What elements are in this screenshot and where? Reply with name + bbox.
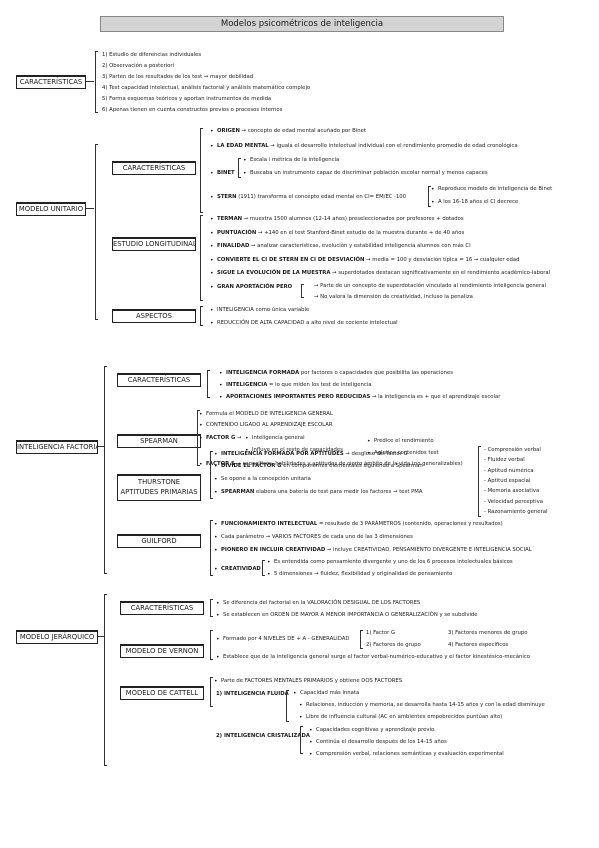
- spearman-factor-g: FACTOR G →: [199, 435, 241, 442]
- caracteristicas-box: CARACTERÍSTICAS: [16, 75, 86, 89]
- vernon-level: 3) Factores menores de grupo: [448, 630, 528, 636]
- vernon-item: Establece que de la inteligencia general…: [216, 654, 530, 661]
- if-car-item: INTELIGENCIA FORMADA por factores o capa…: [219, 370, 453, 377]
- caracteristica-item: 4) Test capacidad intelectual, análisis …: [102, 85, 311, 91]
- page-title: Modelos psicométricos de inteligencia: [100, 16, 504, 32]
- cristalizada-label: 2) INTELIGENCIA CRISTALIZADA: [216, 733, 310, 739]
- mu-origen: ORIGEN → concepto de edad mental acuñado…: [210, 128, 366, 135]
- aspecto-item: REDUCCIÓN DE ALTA CAPACIDAD a alto nivel…: [210, 320, 398, 327]
- guilford-item: Cada parámetro → VARIOS FACTORES de cada…: [214, 534, 413, 541]
- mu-aspectos-box: ASPECTOS: [112, 309, 196, 323]
- factor-g-item: Inteligencia general: [245, 435, 305, 442]
- vernon-level: 4) Factores específicos: [448, 642, 509, 648]
- mu-stern-item: A los 16-18 años el CI decrece: [431, 199, 518, 206]
- mu-edad-mental: LA EDAD MENTAL → iguala el desarrollo in…: [210, 143, 518, 150]
- thurstone-item: SPEARMAN elabora una batería de test par…: [214, 489, 423, 496]
- thurstone-item: DIVIDE EL FACTOR G en componentes elemen…: [214, 463, 423, 470]
- aspecto-item: INTELIGENCIA como única variable: [210, 307, 309, 314]
- fluida-item: Relaciones, inducción y memoria, se desa…: [299, 702, 545, 709]
- mu-binet-item: Buscaba un instrumento capaz de discrimi…: [243, 170, 488, 177]
- aptitud-item: - Velocidad perceptiva: [484, 498, 543, 505]
- modelo-jerarquico-box: MODELO JERÁRQUICO: [16, 630, 98, 644]
- longitudinal-item: CONVIERTE EL CI DE STERN EN CI DE DESVIA…: [210, 257, 520, 264]
- aptitud-item: - Comprensión verbal: [484, 447, 541, 453]
- modelo-unitario-box: MODELO UNITARIO: [16, 202, 86, 216]
- guilford-item: PIONERO EN INCLUIR CREATIVIDAD → incluye…: [214, 547, 532, 554]
- factor-g-right: Predice el rendimiento: [367, 438, 434, 445]
- mu-stern: STERN (1911) transforma el concepto edad…: [210, 194, 406, 201]
- longitudinal-item: SIGUE LA EVOLUCIÓN DE LA MUESTRA → super…: [210, 270, 550, 277]
- mu-longitudinal-box: ESTUDIO LONGITUDINAL: [112, 237, 196, 251]
- mu-binet-item: Escala i métrica de la inteligencia: [243, 157, 339, 164]
- guilford-item: FUNCIONAMIENTO INTELECTUAL = resultado d…: [214, 521, 503, 528]
- thurstone-item: Se opone a la concepción unitaria: [214, 476, 311, 483]
- fluida-item: Libre de influencia cultural (AC en ambi…: [299, 714, 502, 721]
- mu-stern-item: Reproduce modelo de inteligencia de Bine…: [431, 186, 552, 193]
- aptitud-item: - Memoria asociativa: [484, 488, 540, 495]
- guilford-box: GUILFORD: [117, 534, 201, 548]
- mj-caracteristicas-box: CARACTERÍSTICAS: [120, 601, 204, 615]
- aptitud-item: - Fluidez verbal: [484, 457, 525, 464]
- spearman-box: SPEARMAN: [117, 434, 201, 448]
- longitudinal-item: TERMAN → muestra 1500 alumnos (12-14 año…: [210, 216, 464, 223]
- cattell-box: MODELO DE CATTELL: [120, 686, 204, 700]
- cattell-intro: Parte de FACTORES MENTALES PRIMARIOS y o…: [214, 678, 402, 685]
- longitudinal-item: PUNTUACIÓN → +140 en el test Stanford-Bi…: [210, 230, 464, 237]
- mu-caracteristicas-box: CARACTERÍSTICAS: [112, 161, 196, 175]
- longitudinal-item: GRAN APORTACIÓN PERO: [210, 284, 292, 291]
- vernon-item: Formado por 4 NIVELES DE + A - GENERALID…: [216, 636, 349, 643]
- cristalizada-item: Capacidades cognitivas y aprendizaje pre…: [309, 727, 436, 734]
- aptitud-item: - Aptitud numérica: [484, 467, 534, 474]
- vernon-level: 1) Factor G: [366, 630, 396, 636]
- aportacion-item: → No valora la dimensión de creatividad,…: [314, 294, 473, 300]
- aptitud-item: - Razonamiento general: [484, 508, 548, 515]
- caracteristica-item: 5) Forma esquemas teóricos y aportan ins…: [102, 96, 272, 102]
- caracteristica-item: 3) Parten de los resultados de los test …: [102, 74, 254, 80]
- cristalizada-item: Comprensión verbal, relaciones semántica…: [309, 751, 504, 758]
- caracteristica-item: 6) Apenas tienen en cuenta constructos p…: [102, 107, 283, 113]
- thurstone-item: INTELIGENCIA FORMADA POR APTITUDES → des…: [214, 451, 408, 458]
- inteligencia-factorial-box: INTELIGENCIA FACTORIAL: [16, 440, 98, 454]
- aptitud-item: - Aptitud espacial: [484, 477, 531, 484]
- if-car-item: APORTACIONES IMPORTANTES PERO REDUCIDAS …: [219, 394, 500, 401]
- caracteristica-item: 1) Estudio de diferencias individuales: [102, 52, 202, 58]
- fluida-item: Capacidad más innata: [293, 690, 359, 697]
- mu-binet: BINET: [210, 170, 235, 177]
- longitudinal-item: FINALIDAD → analizar características, ev…: [210, 243, 471, 250]
- if-caracteristicas-box: CARACTERÍSTICAS: [117, 373, 201, 387]
- guilford-creatividad: CREATIVIDAD: [214, 566, 261, 573]
- fluida-label: 1) INTELIGENCIA FLUIDA: [216, 691, 289, 697]
- vernon-level: 2) Factores de grupo: [366, 642, 421, 648]
- if-car-item: INTELIGENCIA = lo que miden los test de …: [219, 382, 372, 389]
- mj-car-item: Se establecen en ORDEN DE MAYOR A MENOR …: [216, 612, 478, 619]
- spearman-item: Formula el MODELO DE INTELIGENCIA GENERA…: [199, 411, 333, 418]
- creatividad-item: Es entendida como pensamiento divergente…: [267, 559, 513, 566]
- spearman-item: CONTENIDO LIGADO AL APRENDIZAJE ESCOLAR: [199, 422, 333, 429]
- creatividad-item: 5 dimensiones → fluidez, flexibilidad y …: [267, 571, 452, 578]
- caracteristica-item: 2) Observación a posteriori: [102, 63, 175, 69]
- vernon-box: MODELO DE VERNON: [120, 644, 204, 658]
- aportacion-item: → Parte de un concepto de superdotación …: [314, 283, 546, 289]
- cristalizada-item: Continúa el desarrollo después de los 14…: [309, 739, 447, 746]
- mj-car-item: Se diferencia del factorial en la VALORA…: [216, 600, 420, 607]
